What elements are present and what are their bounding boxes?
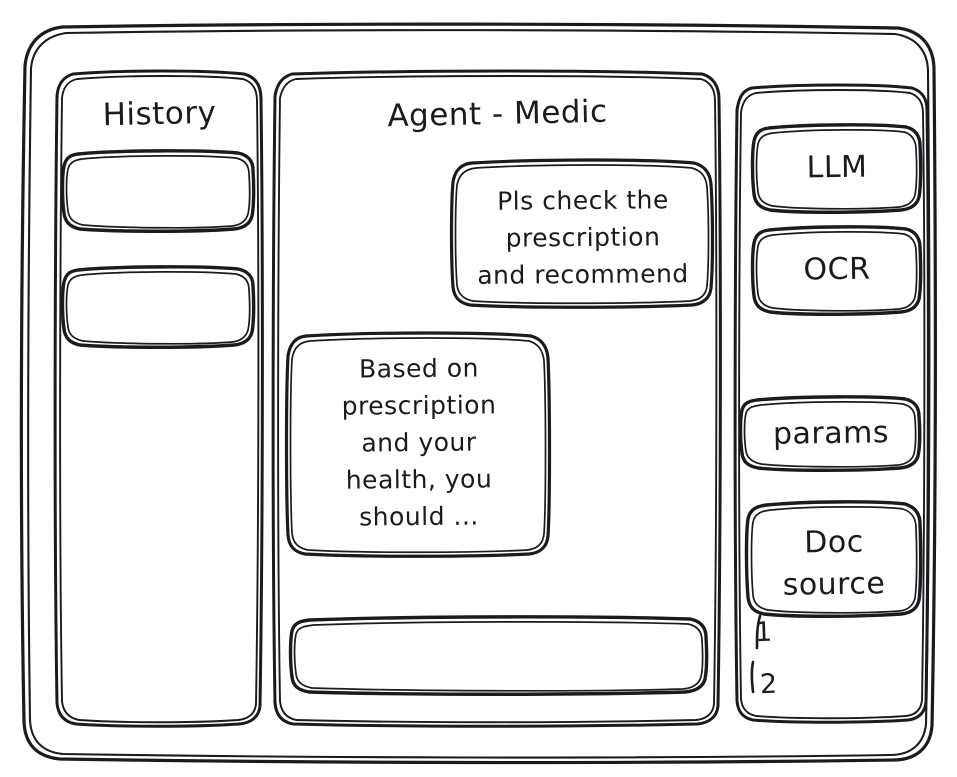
params-chip-outline bbox=[738, 395, 922, 472]
history-item-1[interactable] bbox=[64, 152, 254, 232]
agent-message-bubble: Based on prescription and your health, y… bbox=[288, 334, 550, 556]
agent-message-line-5: should ... bbox=[359, 501, 479, 532]
composer-input[interactable] bbox=[292, 618, 706, 694]
user-message-line-3: and recommend bbox=[477, 259, 689, 290]
history-item-2[interactable] bbox=[64, 268, 254, 348]
doc-source-list-item-2[interactable]: 2 bbox=[759, 668, 779, 701]
composer-input-outline bbox=[288, 615, 709, 696]
doc-source-chip-label-line-2: source bbox=[782, 566, 886, 603]
agent-message-bubble-outline bbox=[284, 331, 552, 558]
window-frame-outline bbox=[19, 22, 937, 765]
agent-panel-title: Agent - Medic bbox=[386, 93, 609, 135]
tools-panel-outline bbox=[733, 83, 930, 724]
doc-source-list-marks bbox=[750, 614, 762, 694]
doc-source-chip-label-line-1: Doc bbox=[804, 524, 864, 561]
agent-message-line-2: prescription bbox=[341, 390, 497, 421]
llm-chip[interactable]: LLM bbox=[754, 127, 920, 211]
user-message-bubble-outline bbox=[449, 158, 715, 309]
doc-source-chip-outline bbox=[744, 500, 923, 618]
user-message-line-2: prescription bbox=[505, 222, 661, 253]
ocr-chip[interactable]: OCR bbox=[754, 229, 920, 313]
doc-source-chip[interactable]: Doc source bbox=[748, 504, 920, 616]
agent-message-line-3: and your bbox=[361, 427, 477, 458]
params-chip[interactable]: params bbox=[742, 399, 920, 469]
agent-message-line-4: health, you bbox=[345, 464, 493, 495]
llm-chip-label: LLM bbox=[806, 149, 868, 186]
history-item-2-outline bbox=[60, 265, 256, 349]
history-item-1-outline bbox=[60, 149, 256, 233]
agent-message-line-1: Based on bbox=[358, 353, 480, 384]
ocr-chip-label: OCR bbox=[803, 251, 871, 288]
ocr-chip-outline bbox=[750, 225, 923, 316]
user-message-line-1: Pls check the bbox=[497, 185, 669, 216]
user-message-bubble: Pls check the prescription and recommend bbox=[453, 162, 713, 307]
agent-panel-outline bbox=[271, 69, 722, 728]
doc-source-list-item-1[interactable]: 1 bbox=[754, 616, 774, 649]
history-panel-title: History bbox=[102, 94, 217, 134]
history-panel-outline bbox=[53, 69, 264, 728]
params-chip-label: params bbox=[772, 415, 890, 452]
llm-chip-outline bbox=[750, 123, 923, 214]
